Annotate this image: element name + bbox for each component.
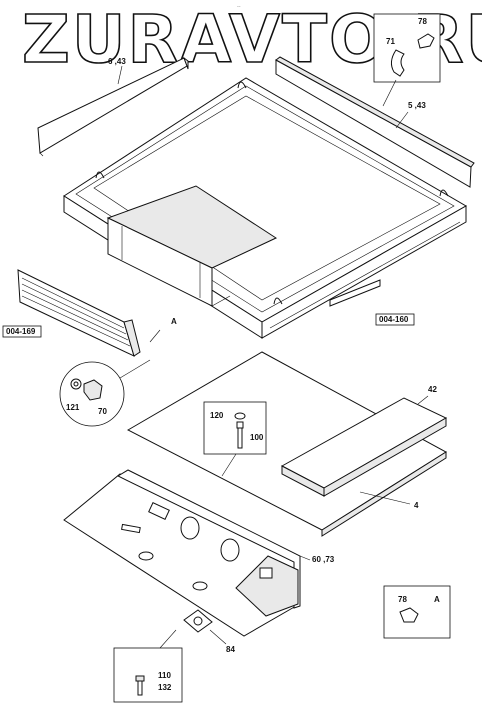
callout-120-100: 120 100 xyxy=(203,401,267,477)
callout-78-71-leader xyxy=(382,79,397,107)
grille-face xyxy=(17,269,135,357)
label-42: 42 xyxy=(428,385,437,394)
washer-120-icon xyxy=(234,412,246,420)
bracket-hole-2 xyxy=(220,538,240,562)
rail-004-160 xyxy=(329,279,381,307)
ref-004-160-label: 004-160 xyxy=(379,315,409,324)
label-78-detail: 78 xyxy=(398,595,407,604)
ref-004-169-label: 004-169 xyxy=(6,327,36,336)
callout-78-71-box xyxy=(373,13,441,83)
bolt-shank-100-icon xyxy=(237,427,243,449)
callout-120-100-box xyxy=(203,401,267,455)
label-120: 120 xyxy=(210,411,224,420)
bolt-head-100-icon xyxy=(236,421,244,429)
lift-eye-back xyxy=(237,81,247,89)
callout-78-71: 78 71 xyxy=(373,13,441,107)
label-71: 71 xyxy=(386,37,395,46)
front-grille xyxy=(17,269,141,357)
callout-121-70: 121 70 xyxy=(59,359,151,427)
ref-004-169: 004-169 xyxy=(2,325,42,338)
bracket-switch xyxy=(259,567,273,579)
callout-110-132: 110 132 xyxy=(113,629,183,703)
knob-70-icon xyxy=(83,379,103,401)
bolt-head-110-icon xyxy=(135,675,145,682)
clip-78-detail-icon xyxy=(399,607,419,623)
frame-front-right-side xyxy=(261,205,467,339)
callout-110-132-box xyxy=(113,647,183,703)
label-a-box: A xyxy=(434,595,440,604)
ref-004-160-box xyxy=(375,313,415,326)
bracket-slot xyxy=(148,502,170,520)
bracket-hole-1 xyxy=(180,516,200,540)
hose-71-icon xyxy=(390,49,405,77)
label-121: 121 xyxy=(66,403,80,412)
leader-6-43 xyxy=(117,65,123,85)
label-100: 100 xyxy=(250,433,264,442)
main-frame xyxy=(63,77,468,339)
leader-5-43 xyxy=(395,111,409,129)
side-board-left: 6 ,43 xyxy=(37,56,189,157)
label-84: 84 xyxy=(226,645,235,654)
lift-eye-right xyxy=(439,189,449,197)
label-4: 4 xyxy=(414,501,419,510)
label-110: 110 xyxy=(158,671,171,680)
label-132: 132 xyxy=(158,683,172,692)
panel-sheet-4: 4 xyxy=(126,351,447,537)
lift-eye-front xyxy=(273,297,283,305)
grommet-84: 84 xyxy=(183,609,235,654)
bolt-shank-132-icon xyxy=(137,680,143,696)
bracket-base-hole-2 xyxy=(192,581,208,591)
header-mark: ~~ xyxy=(237,4,241,8)
lift-eye-front-left xyxy=(95,171,105,179)
ref-004-169-box xyxy=(2,325,42,338)
bracket-base-slot xyxy=(121,523,141,534)
callout-78-a: 78 A xyxy=(383,585,451,639)
label-70: 70 xyxy=(98,407,107,416)
bracket-base-hole-1 xyxy=(138,551,154,561)
label-6-43: 6 ,43 xyxy=(108,57,126,66)
label-60-73: 60 ,73 xyxy=(312,555,335,564)
bracket-panel-60-73: 60 ,73 xyxy=(63,469,335,637)
ref-004-160: 004-160 xyxy=(375,313,415,326)
callout-78-a-box xyxy=(383,585,451,639)
bracket-front-wall xyxy=(116,469,301,609)
label-a-main: A xyxy=(171,317,177,326)
label-5-43: 5 ,43 xyxy=(408,101,426,110)
label-78-top: 78 xyxy=(418,17,427,26)
clip-78-icon xyxy=(417,33,435,49)
board-42: 42 xyxy=(280,385,448,497)
bracket-side-plate xyxy=(235,555,299,617)
side-board-right: 5 ,43 xyxy=(275,56,475,188)
